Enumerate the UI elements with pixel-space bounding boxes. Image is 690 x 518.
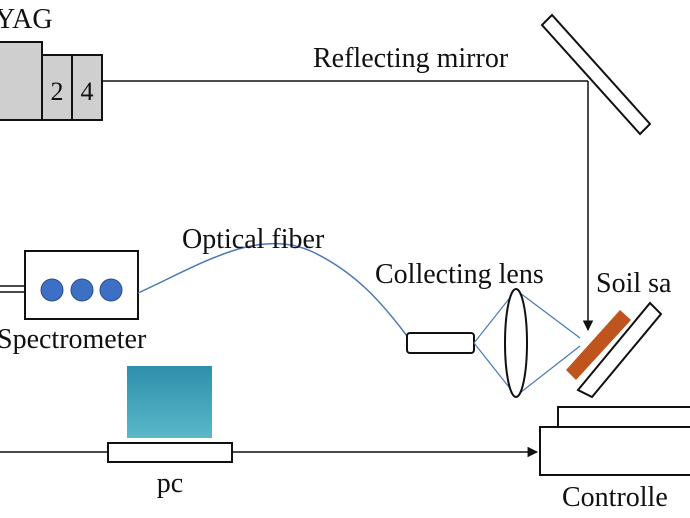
laser-body <box>0 41 43 121</box>
fiber-collimator <box>406 332 475 354</box>
soil-sample <box>566 310 631 380</box>
reflecting-mirror <box>540 13 652 136</box>
spectrometer-dot-2 <box>70 278 94 302</box>
controller-box <box>539 426 690 476</box>
harmonic-2-module <box>41 54 73 121</box>
stage-plate <box>557 406 690 428</box>
optical-fiber <box>137 242 408 337</box>
spectrometer: Spectrometer <box>0 250 147 355</box>
pc-base <box>107 442 233 463</box>
spectrometer-dot-1 <box>40 278 64 302</box>
spectrometer-label: Spectrometer <box>0 324 147 355</box>
harmonic-4-label: 4 <box>81 77 94 106</box>
collecting-lens <box>504 288 528 398</box>
lens-label: Collecting lens <box>375 259 544 290</box>
harmonic-2-label: 2 <box>51 77 64 106</box>
sample-holder <box>576 301 663 399</box>
pc-label: pc <box>157 468 183 499</box>
harmonic-4-module <box>71 54 103 121</box>
laser-unit: YAG 2 4 <box>0 4 103 121</box>
pc-screen <box>127 366 212 438</box>
controller-label: Controlle <box>562 482 668 513</box>
laser-label: YAG <box>0 4 53 35</box>
mirror-label: Reflecting mirror <box>313 43 509 74</box>
sample-label: Soil sa <box>596 268 672 299</box>
light-ray-3 <box>515 289 581 339</box>
light-ray-4 <box>515 345 581 397</box>
fiber-label: Optical fiber <box>182 224 325 255</box>
spectrometer-dot-3 <box>99 278 123 302</box>
